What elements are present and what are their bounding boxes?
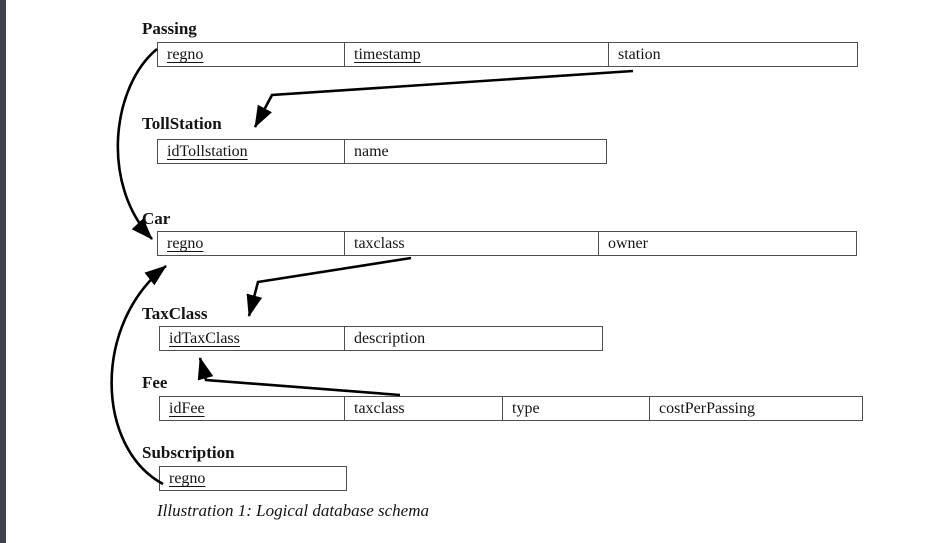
table-title-car: Car — [142, 209, 171, 228]
table-title-tollstation: TollStation — [142, 114, 222, 133]
table-title-passing: Passing — [142, 19, 197, 38]
field-car-regno: regno — [157, 231, 345, 256]
field-car-taxclass: taxclass — [345, 231, 599, 256]
field-taxclass-idtaxclass: idTaxClass — [159, 326, 345, 351]
table-tollstation: idTollstation name — [157, 139, 607, 164]
field-tollstation-idtollstation: idTollstation — [157, 139, 345, 164]
field-taxclass-description: description — [345, 326, 603, 351]
arrow-fee-taxclass-to-taxclass — [197, 357, 401, 397]
field-fee-costperpassing: costPerPassing — [650, 396, 863, 421]
arrow-passing-station-to-tollstation — [253, 69, 634, 128]
field-passing-station: station — [609, 42, 858, 67]
field-fee-idfee: idFee — [159, 396, 345, 421]
arrow-car-taxclass-to-taxclass — [246, 256, 412, 317]
field-passing-regno: regno — [157, 42, 345, 67]
field-subscription-regno: regno — [159, 466, 347, 491]
table-subscription: regno — [159, 466, 347, 491]
table-fee: idFee taxclass type costPerPassing — [159, 396, 863, 421]
table-car: regno taxclass owner — [157, 231, 857, 256]
field-tollstation-name: name — [345, 139, 607, 164]
page-edge-strip — [0, 0, 6, 543]
table-title-fee: Fee — [142, 373, 168, 392]
field-passing-timestamp: timestamp — [345, 42, 609, 67]
table-title-subscription: Subscription — [142, 443, 235, 462]
table-passing: regno timestamp station — [157, 42, 858, 67]
field-car-owner: owner — [599, 231, 857, 256]
field-fee-type: type — [503, 396, 650, 421]
table-taxclass: idTaxClass description — [159, 326, 603, 351]
field-fee-taxclass: taxclass — [345, 396, 503, 421]
table-title-taxclass: TaxClass — [142, 304, 208, 323]
figure-caption: Illustration 1: Logical database schema — [157, 501, 429, 520]
